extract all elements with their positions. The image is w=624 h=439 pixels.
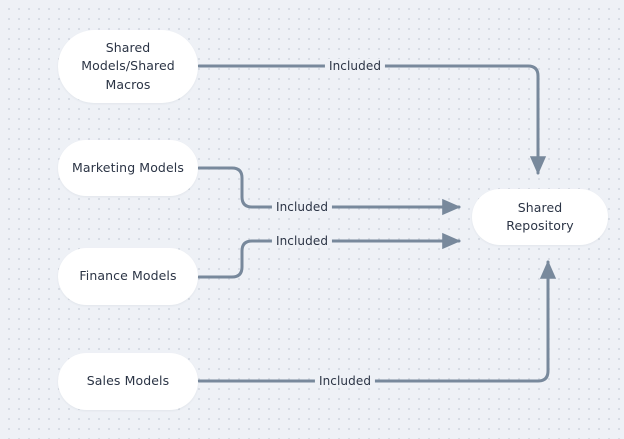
node-label-sales-models: Sales Models <box>86 373 170 389</box>
node-label-marketing-models: Marketing Models <box>72 159 184 175</box>
node-label-shared-models: Shared Models/Shared Macros <box>81 40 175 92</box>
edge-path-shared-models <box>197 64 547 175</box>
node-sales-models[interactable]: Sales Models <box>58 353 198 410</box>
edge-path-sales-models <box>197 260 557 383</box>
edge-label-marketing-models: Included <box>271 200 333 214</box>
node-marketing-models[interactable]: Marketing Models <box>58 140 198 196</box>
node-shared-repository[interactable]: Shared Repository <box>472 189 608 245</box>
edge-label-shared-models: Included <box>324 59 386 73</box>
node-label-finance-models: Finance Models <box>79 268 177 284</box>
node-label-shared-repository: Shared Repository <box>506 199 574 233</box>
node-finance-models[interactable]: Finance Models <box>58 248 198 305</box>
edge-label-sales-models: Included <box>314 374 376 388</box>
node-shared-models[interactable]: Shared Models/Shared Macros <box>58 30 198 103</box>
edge-label-finance-models: Included <box>271 234 333 248</box>
